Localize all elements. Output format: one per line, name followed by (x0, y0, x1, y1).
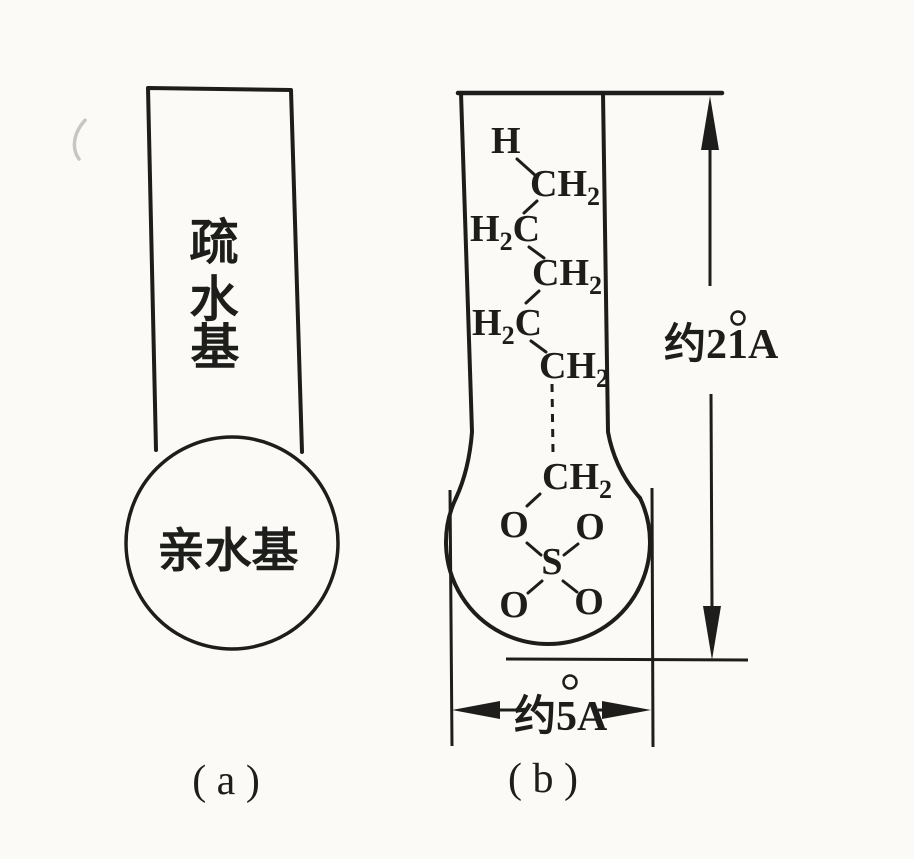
length-arrow-lower-shaft (709, 393, 714, 611)
width-arrow-left-head (452, 701, 500, 719)
sulfur-label: S (541, 541, 562, 583)
bond-sulfur-oxygen-bl (526, 579, 544, 595)
chain-group-ch2-3-main: CH (539, 345, 596, 387)
hydrophobic-label-char-2: 水 (189, 272, 239, 327)
width-dimension: 约5A (448, 487, 749, 748)
chain-group-h2c-2-h: H (472, 302, 502, 344)
chain-continuation-dashed-bond (550, 383, 555, 453)
chain-group-ch2-1-main: CH (530, 163, 587, 205)
chain-group-h2c-1: H2C (470, 208, 540, 256)
hydrophilic-label: 亲水基 (158, 526, 299, 578)
head-circle (124, 435, 340, 651)
oxygen-top-left-label: O (499, 504, 529, 546)
bond-h2c-ch2-1 (527, 245, 546, 260)
sulfate-group: O O S O O (499, 492, 605, 626)
bond-ch2-h2c-1 (522, 199, 539, 215)
chain-group-ch2-4: CH2 (542, 456, 612, 504)
length-label-unit: A (748, 322, 779, 368)
angstrom-ring-length (730, 310, 746, 326)
chain-group-ch2-1-sub: 2 (587, 182, 600, 211)
length-label-value: 约21 (664, 321, 748, 368)
length-dimension: 约21A (664, 96, 779, 660)
chain-group-ch2-3-sub: 2 (596, 364, 609, 393)
width-arrow-right-head (602, 701, 651, 719)
chain-group-h2c-2-c: C (515, 302, 542, 344)
bond-sulfur-oxygen-br (561, 579, 579, 594)
bond-h-ch2 (515, 157, 538, 178)
chain-group-ch2-2-sub: 2 (589, 271, 602, 300)
panel-b: H CH2 H2C CH2 H2C CH2 CH2 O O (444, 90, 779, 802)
width-dimension-label: 约5A (514, 693, 608, 740)
oxygen-bottom-right-label: O (574, 581, 604, 623)
chain-group-ch2-2: CH2 (532, 252, 602, 300)
length-arrow-up-head (701, 96, 719, 150)
tube-left-wall (454, 91, 474, 500)
head-circle-arc (444, 496, 652, 646)
chain-group-ch2-4-main: CH (542, 456, 599, 498)
width-label-value: 约5 (514, 693, 577, 740)
bond-h2c-ch2-2 (529, 339, 548, 354)
bond-oxygen-tl-sulfur (525, 541, 543, 557)
angstrom-ring-width (562, 674, 578, 690)
oxygen-bottom-left-label: O (499, 584, 529, 626)
length-dimension-label: 约21A (664, 321, 779, 368)
chain-group-ch2-1: CH2 (530, 163, 600, 211)
chain-group-h2c-1-h: H (470, 208, 500, 250)
scan-smudge (72, 118, 87, 161)
width-extension-line-right (650, 487, 655, 748)
chain-group-ch2-4-sub: 2 (599, 475, 612, 504)
base-reference-line (505, 657, 749, 662)
chain-group-h2c-2-sub: 2 (502, 321, 515, 350)
length-arrow-down-head (703, 606, 721, 660)
hydrophobic-label-char-3: 基 (190, 320, 239, 375)
tube-right-wall (601, 91, 642, 500)
tail-rectangle-outline (146, 86, 304, 454)
chain-group-ch2-3: CH2 (539, 345, 609, 393)
chain-group-h2c-1-sub: 2 (500, 227, 513, 256)
caption-b: ( b ) (508, 756, 578, 802)
bond-ch2-oxygen (525, 492, 542, 508)
oxygen-top-right-label: O (575, 506, 605, 548)
hydrocarbon-chain: H CH2 H2C CH2 H2C CH2 CH2 (470, 120, 612, 504)
chain-group-h2c-1-c: C (513, 208, 540, 250)
chain-atom-h: H (491, 120, 521, 162)
panel-a: 疏 水 基 亲水基 ( a ) (124, 86, 340, 804)
bond-oxygen-tr-sulfur (562, 542, 580, 557)
hydrophobic-label-char-1: 疏 (189, 215, 238, 270)
caption-a: ( a ) (192, 758, 260, 804)
width-extension-line-left (448, 489, 454, 747)
bond-ch2-h2c-2 (524, 289, 541, 305)
chain-group-ch2-2-main: CH (532, 252, 589, 294)
chain-group-h2c-2: H2C (472, 302, 542, 350)
